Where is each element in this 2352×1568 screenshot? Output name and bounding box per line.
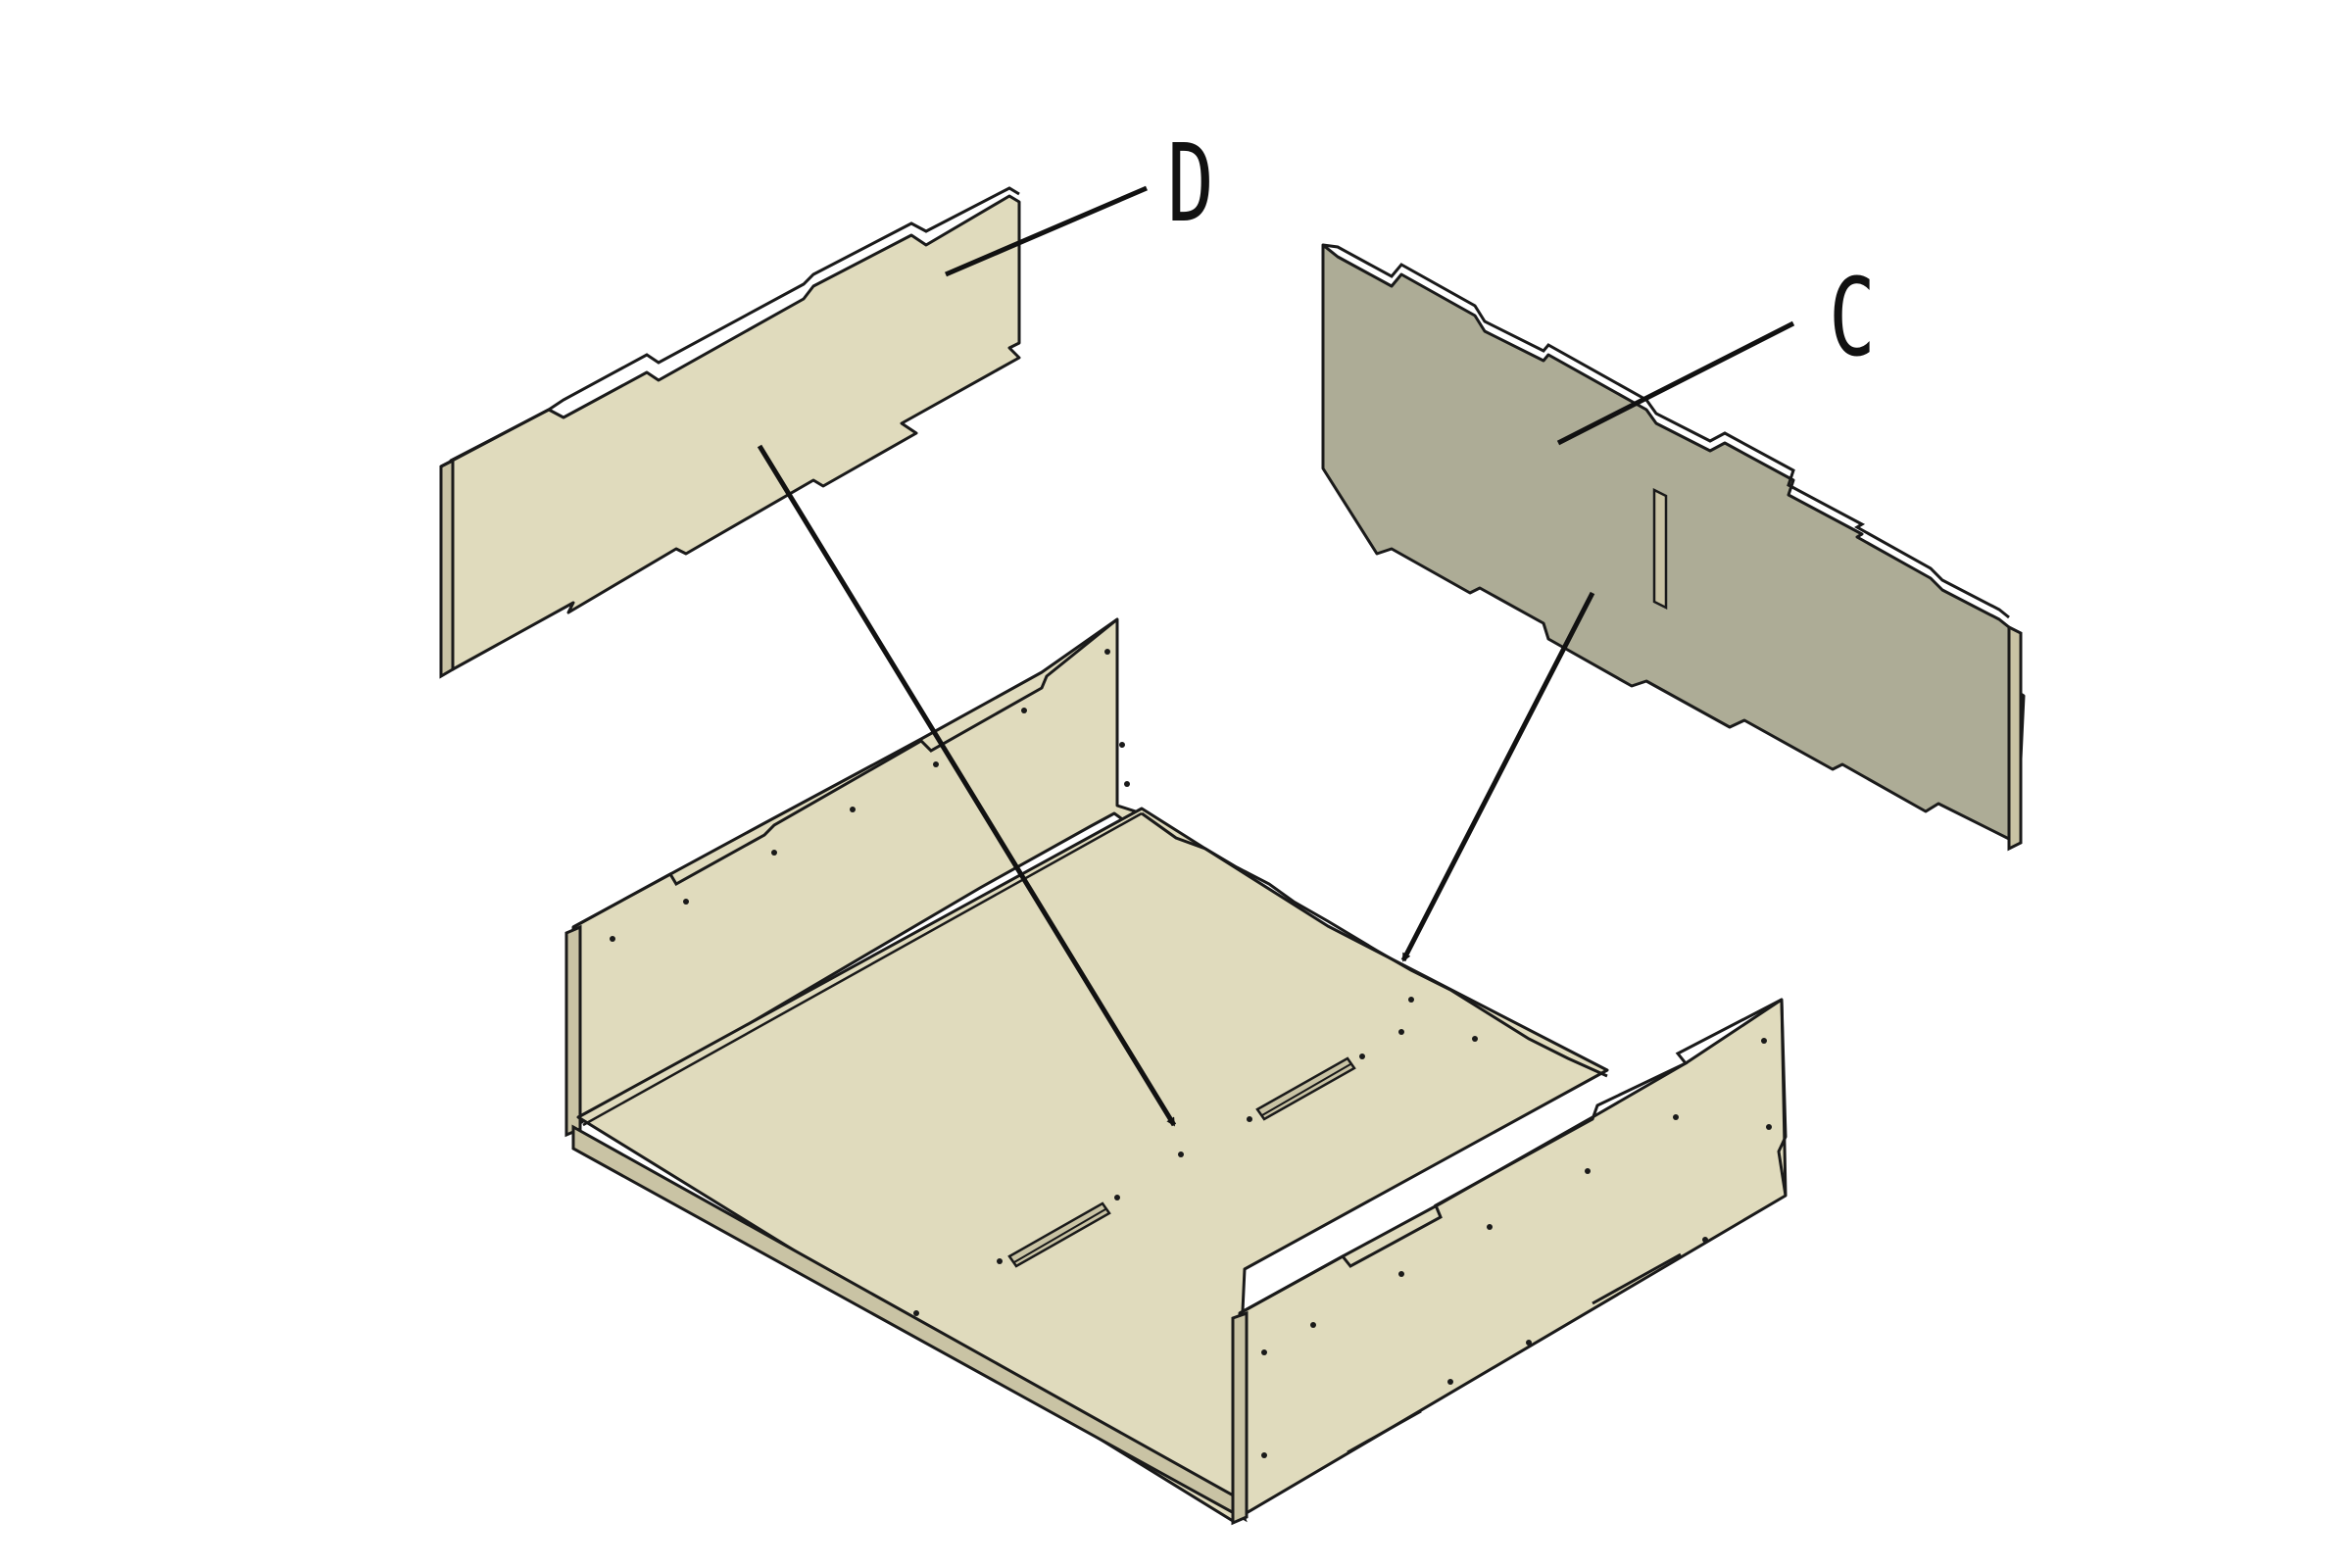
right-wall-right-edge	[1777, 999, 1788, 1197]
panel-d-face	[449, 194, 1021, 671]
panel-d	[439, 186, 1021, 679]
panel-c	[1321, 243, 2026, 852]
arrow-d-to-floor	[757, 444, 1177, 1127]
panel-c-slot	[1652, 487, 1668, 611]
panel-d-top-edge	[440, 186, 1020, 468]
right-wall-slot-2	[1592, 1252, 1682, 1305]
panel-c-face	[1321, 243, 2026, 845]
panel-c-edge	[2007, 624, 2023, 852]
left-side-wall	[571, 617, 1144, 1129]
panel-c-top-edge	[1322, 243, 2010, 619]
label-c: C	[1829, 255, 1876, 381]
label-d: D	[1167, 121, 1214, 247]
leader-line-c	[1556, 320, 1795, 446]
screw-holes	[610, 649, 1772, 1458]
base-tray	[564, 617, 1788, 1526]
floor-fold-line	[582, 811, 1143, 1127]
right-wall-edge	[1231, 1310, 1249, 1526]
left-wall-top-edge	[572, 617, 1118, 929]
floor-slot-back	[1255, 1056, 1356, 1121]
floor-back-edge-notches	[1141, 811, 1608, 1078]
floor-slot-front	[1007, 1201, 1111, 1268]
panel-d-edge	[439, 458, 455, 679]
arrow-c-to-base	[1400, 591, 1595, 962]
leader-line-d	[945, 185, 1148, 277]
left-wall-edge	[564, 924, 582, 1138]
right-wall-top-edge	[1239, 998, 1783, 1315]
right-wall-slot-1	[1347, 1409, 1422, 1454]
